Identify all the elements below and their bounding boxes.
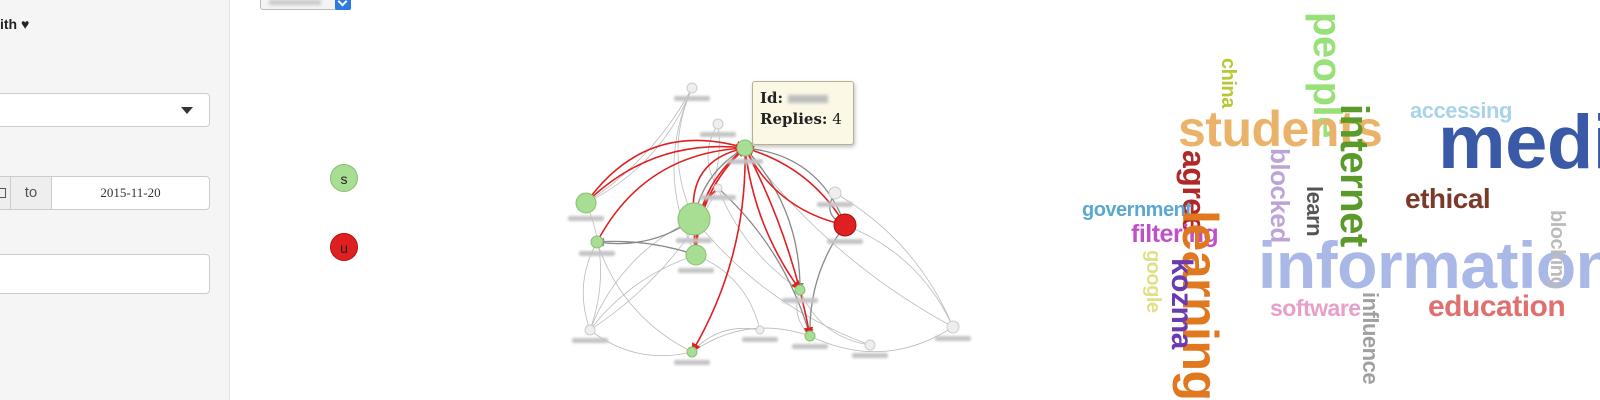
graph-link (691, 147, 746, 353)
date-to-label: to (10, 176, 52, 210)
tooltip-replies-value: 4 (832, 110, 842, 128)
graph-link (596, 237, 697, 256)
graph-link (582, 241, 598, 331)
word-kozma[interactable]: kozma (1165, 258, 1198, 349)
graph-node-label (568, 216, 604, 221)
graph-link (673, 87, 697, 256)
tooltip-id-label: Id: (760, 89, 784, 107)
graph-node-label (678, 268, 714, 273)
graph-link (589, 254, 697, 331)
graph-node[interactable] (579, 235, 615, 256)
word-students[interactable]: students (1178, 101, 1383, 157)
date-range: to 2015-11-20 (0, 176, 210, 210)
graph-link (585, 87, 693, 204)
legend-s: s (330, 164, 358, 192)
graph-node[interactable] (935, 320, 971, 341)
word-blocking[interactable]: blocking (1546, 210, 1568, 289)
graph-node-label (817, 202, 853, 207)
graph-node[interactable] (572, 324, 608, 343)
graph-node[interactable] (742, 325, 778, 342)
graph-link (717, 187, 801, 291)
graph-node[interactable] (827, 213, 863, 244)
graph-node[interactable] (700, 118, 736, 137)
node-tooltip: Id: Replies: 4 (752, 81, 854, 145)
graph-link (834, 192, 954, 328)
tooltip-replies-label: Replies: (760, 110, 828, 128)
word-software[interactable]: software (1270, 295, 1361, 321)
word-filtering[interactable]: filtering (1131, 220, 1219, 248)
word-ethical[interactable]: ethical (1405, 183, 1491, 214)
graph-node[interactable] (782, 284, 818, 303)
graph-link (844, 224, 954, 328)
graph-link (744, 145, 846, 226)
word-education[interactable]: education (1428, 290, 1566, 323)
graph-node-label (674, 360, 710, 365)
graph-link (589, 329, 693, 357)
graph-link (695, 254, 762, 331)
graph-node[interactable] (792, 330, 828, 349)
graph-node[interactable] (727, 139, 763, 164)
word-google[interactable]: google (1142, 250, 1164, 313)
graph-node[interactable] (817, 186, 853, 207)
graph-node-label (782, 298, 818, 303)
graph-node-label (742, 337, 778, 342)
graph-link (744, 147, 954, 328)
graph-node[interactable] (674, 346, 710, 365)
graph-node-label (700, 195, 736, 200)
graph-node[interactable] (676, 202, 712, 243)
chevron-down-icon[interactable] (181, 107, 193, 114)
graph-link (585, 145, 746, 204)
graph-link (693, 218, 871, 346)
graph-node[interactable] (568, 192, 604, 221)
word-media[interactable]: media (1438, 100, 1600, 185)
filter-panel: ith ♥ to 2015-11-20 (0, 0, 230, 400)
graph-node-label (827, 239, 863, 244)
graph-node-label (700, 132, 736, 137)
graph-link (744, 147, 814, 337)
word-information[interactable]: information (1258, 228, 1600, 302)
graph-node-label (579, 251, 615, 256)
word-government[interactable]: government (1082, 199, 1192, 221)
graph-link (589, 218, 695, 331)
graph-link (717, 187, 812, 337)
graph-link (805, 224, 846, 337)
word-accessing[interactable]: accessing (1410, 98, 1512, 123)
search-input[interactable] (0, 254, 210, 294)
graph-link (596, 241, 693, 353)
graph-node-label (852, 353, 888, 358)
word-influence[interactable]: influence (1358, 292, 1383, 385)
graph-node-label (676, 238, 712, 243)
graph-link (585, 139, 746, 204)
graph-link (585, 87, 693, 204)
graph-link (596, 143, 746, 243)
calendar-icon[interactable] (0, 176, 10, 210)
graph-node-label (572, 338, 608, 343)
graph-node[interactable] (852, 339, 888, 358)
graph-node-label (674, 96, 710, 101)
graph-link (744, 147, 801, 291)
graph-node[interactable] (678, 244, 714, 273)
word-internet[interactable]: internet (1332, 104, 1376, 247)
graph-node[interactable] (674, 82, 710, 101)
dataset-select[interactable] (0, 93, 210, 127)
legend-u: u (330, 233, 358, 261)
graph-link (744, 147, 847, 226)
end-date-input[interactable]: 2015-11-20 (51, 176, 210, 210)
brand-text: ith ♥ (0, 16, 30, 32)
graph-node-label (935, 336, 971, 341)
graph-node-label (792, 344, 828, 349)
graph-node-label (727, 159, 763, 164)
graph-link (691, 327, 811, 353)
graph-node[interactable] (700, 183, 736, 200)
select-arrow-button[interactable] (335, 0, 351, 10)
